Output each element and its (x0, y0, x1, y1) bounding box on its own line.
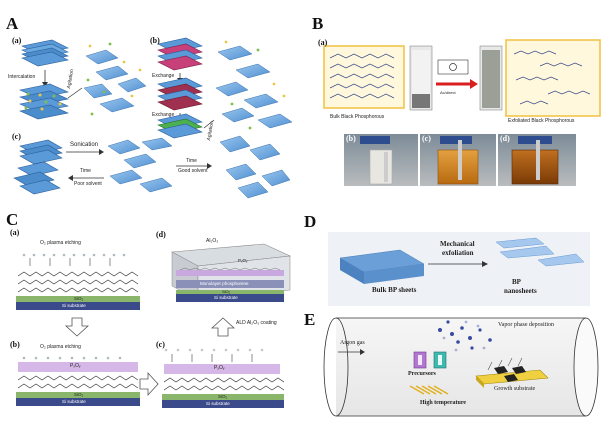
c-d-al2o3-label: Al₂O₃ (206, 238, 219, 244)
c-d-mono-label: Monolayer phosphorene (200, 281, 249, 286)
c-d-sio2-label: SiO₂ (222, 289, 231, 294)
e-growth-label: Growth substrate (494, 386, 536, 392)
d-nanosheets-label: nanosheets (504, 287, 537, 295)
c-c-sio2 (162, 394, 284, 400)
c-c-pxoy-label: PₓOᵧ (214, 365, 225, 371)
e-vapor-label: Vapor phase deposition (498, 322, 554, 328)
stack-c2 (13, 161, 61, 195)
a-time-poor-label: Time (80, 168, 91, 174)
c-b-sio2 (16, 392, 140, 398)
c-a-arrows (29, 258, 111, 266)
c-sub-c: (c) (156, 340, 165, 349)
a-poor-solvent-label: Poor solvent (74, 181, 102, 187)
a-sub-a: (a) (12, 36, 22, 45)
stack-c1 (19, 139, 63, 165)
bulk-bp-lattice (329, 53, 395, 99)
c-a-dots (22, 253, 126, 257)
panel-c-artwork (16, 243, 292, 408)
heating-lines (409, 385, 449, 395)
sheets-c-good (219, 135, 291, 199)
panel-a-artwork (13, 37, 293, 199)
c-a-o2-label: O₂ plasma etching (40, 240, 81, 246)
panel-label-d: D (304, 212, 317, 231)
e-high-temp-label: High temperature (420, 400, 467, 406)
c-b-si (16, 398, 140, 406)
dispersed-sheets-b (215, 40, 293, 130)
c-c-sio2-label: SiO₂ (218, 394, 228, 399)
a-sub-c: (c) (12, 132, 21, 141)
c-a-si-label: Si substrate (62, 303, 86, 308)
b-arrow-label: Ac/direct (440, 90, 456, 95)
c-d-pxoy-label: PₓOᵧ (238, 258, 248, 263)
stack-b2 (157, 77, 203, 111)
panel-d-artwork (328, 232, 590, 306)
c-b-sio2-label: SiO₂ (74, 392, 84, 397)
a-sub-b: (b) (150, 36, 160, 45)
dispersed-sheets-a (83, 42, 147, 116)
b-sub-a: (a) (318, 38, 328, 47)
b-exfoliated-label: Exfoliated Black Phosphorous (508, 118, 575, 124)
bp-nanosheet-2 (499, 245, 555, 259)
d-bulk-label: Bulk BP sheets (372, 286, 417, 294)
b-sub-d: (d) (500, 134, 510, 143)
c-sub-d: (d) (156, 230, 166, 239)
c-b-si-label: Si substrate (62, 399, 86, 404)
bp-nanosheet-3 (537, 253, 585, 267)
bp-nanosheet-1 (495, 237, 545, 249)
c-b-o2-label: O₂ plasma etching (40, 344, 81, 350)
c-d-si-label: Si substrate (214, 295, 238, 300)
exfoliated-bp-lattice (513, 50, 591, 105)
vapor-molecules (438, 320, 492, 350)
a-sonication-label: Sonication (70, 142, 99, 148)
panel-label-e: E (304, 310, 316, 329)
d-mech-line1: Mechanical (440, 240, 475, 248)
b-sub-c: (c) (422, 134, 431, 143)
a-exchange2-label: Exchange (152, 112, 175, 118)
stack-b1 (157, 37, 203, 71)
c-c-si (162, 400, 284, 408)
c-a-sio2-label: SiO₂ (74, 296, 84, 301)
panel-label-a: A (6, 14, 19, 33)
stack-a2 (19, 83, 69, 120)
c-sub-b: (b) (10, 340, 20, 349)
furnace-tube (336, 318, 586, 416)
b-sub-b: (b) (346, 134, 356, 143)
panel-label-b: B (312, 14, 324, 33)
c-b-pxoy-label: PₓOᵧ (70, 363, 81, 369)
sheets-c-sonicated (107, 137, 173, 193)
a-good-solvent-label: Good solvent (178, 168, 208, 174)
b-bulk-label: Bulk Black Phosphorous (330, 114, 385, 120)
a-intercalation-label: Intercalation (8, 74, 36, 80)
stack-b3 (157, 113, 203, 139)
c-ald-label: ALD Al₂O₃ coating (236, 320, 277, 326)
c-c-si-label: Si substrate (206, 401, 230, 406)
c-a-sio2 (16, 296, 140, 302)
d-bp-label: BP (512, 278, 521, 286)
panel-label-c: C (6, 210, 19, 229)
c-a-si (16, 302, 140, 310)
c-b-pxoy (18, 362, 138, 372)
a-time-good-label: Time (186, 158, 197, 164)
e-precursors-label: Precursors (408, 371, 436, 377)
e-argon-label: Argon gas (340, 340, 365, 346)
panel-e-artwork (323, 317, 599, 417)
stack-a1 (21, 39, 69, 67)
d-mech-line2: exfoliation (442, 249, 474, 257)
c-c-pxoy (164, 364, 280, 374)
c-sub-a: (a) (10, 228, 20, 237)
a-exchange1-label: Exchange (152, 73, 175, 79)
panel-b-artwork (323, 39, 601, 186)
